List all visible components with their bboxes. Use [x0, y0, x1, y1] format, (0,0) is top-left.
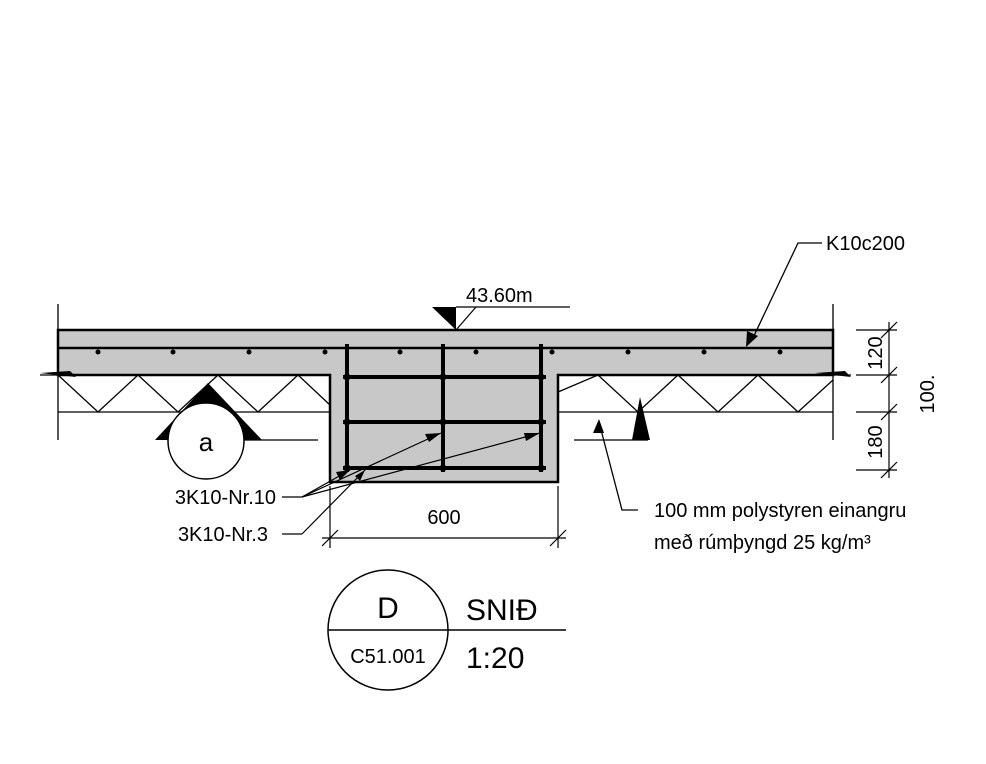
beam-rebar-dots	[343, 373, 545, 472]
break-ticks	[40, 371, 851, 377]
bottom-rebar-label-1: 3K10-Nr.10	[175, 487, 276, 509]
width-dimension-label: 600	[427, 507, 460, 529]
section-marker-label: a	[199, 427, 214, 457]
bottom-rebar-arrowheads	[336, 433, 540, 481]
vertical-dimension	[856, 321, 898, 479]
level-marker	[432, 306, 570, 331]
drawing-scale: 1:20	[466, 642, 524, 675]
width-dimension	[321, 486, 567, 548]
drawing-title: SNIÐ	[466, 594, 538, 627]
elevation-label: 43.60m	[466, 285, 533, 307]
insulation-label-2: með rúmþyngd 25 kg/m³	[654, 532, 871, 554]
insulation-leader	[593, 397, 650, 511]
insulation-label-1: 100 mm polystyren einangru	[654, 500, 906, 522]
dim-180-label: 180	[865, 425, 887, 458]
top-rebar-dots	[95, 349, 783, 355]
dim-120-label: 120	[865, 336, 887, 369]
dim-100-label: 100.	[917, 375, 939, 414]
insulation-right	[557, 374, 834, 413]
detail-letter: D	[377, 592, 399, 625]
bottom-rebar-label-2: 3K10-Nr.3	[178, 524, 268, 546]
title-block	[327, 569, 566, 691]
section-marker	[155, 383, 262, 480]
top-rebar-leader	[746, 242, 822, 347]
top-rebar-label: K10c200	[826, 233, 905, 255]
sheet-reference: C51.001	[350, 646, 426, 668]
bottom-rebar-leaders	[282, 432, 541, 535]
